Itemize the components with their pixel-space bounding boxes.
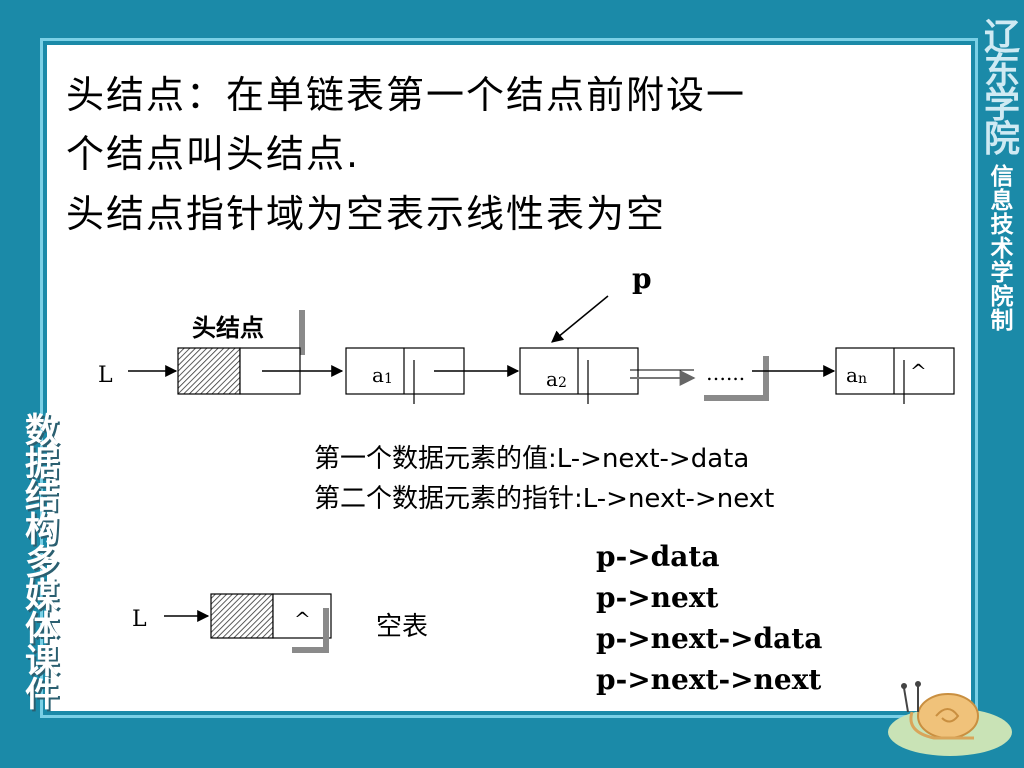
title-line-1: 头结点：在单链表第一个结点前附设一	[66, 73, 747, 117]
node-a2-label: a2	[546, 367, 567, 391]
dept-char: 术	[990, 236, 1014, 262]
ellipsis: …...	[706, 361, 745, 385]
note-second-pointer: 第二个数据元素的指针:L->next->next	[314, 484, 775, 514]
school-char: 院	[983, 119, 1020, 160]
dept-char: 制	[990, 308, 1014, 334]
list-head-L: L	[98, 363, 113, 388]
school-char: 东	[983, 51, 1020, 92]
course-char: 构	[25, 510, 59, 550]
expr-p-next: p->next	[596, 581, 719, 614]
course-char: 课	[25, 642, 59, 682]
head-node-data-field	[177, 347, 241, 395]
empty-head-data-field	[210, 593, 274, 639]
course-char: 媒	[25, 576, 59, 616]
snail-decoration	[888, 681, 1012, 756]
dept-char: 息	[990, 188, 1014, 214]
node-an	[835, 347, 955, 395]
dept-char: 学	[990, 260, 1014, 286]
node-an-letter: a	[846, 363, 858, 387]
node-a2	[519, 347, 639, 395]
node-a2-subscript: 2	[558, 375, 567, 391]
note-first-value: 第一个数据元素的值:L->next->data	[314, 444, 750, 474]
node-an-label: an	[846, 363, 867, 387]
node-a1-label: a1	[372, 363, 393, 387]
dept-char: 院	[990, 284, 1014, 310]
dept-name-vertical: 信 息 技 术 学 院 制	[986, 166, 1018, 334]
expr-p-next-next: p->next->next	[596, 663, 822, 696]
course-char: 数	[25, 411, 59, 451]
course-name-vertical: 数 据 结 构 多 媒 体 课 件	[10, 411, 74, 715]
expr-p-data: p->data	[596, 540, 720, 573]
expr-p-next-data: p->next->data	[596, 622, 823, 655]
dept-char: 技	[990, 212, 1014, 238]
course-char: 多	[25, 543, 59, 583]
pointer-p-arrow	[551, 295, 609, 343]
title-line-3: 头结点指针域为空表示线性表为空	[66, 192, 667, 236]
school-name-vertical: 辽 东 学 院	[982, 17, 1022, 160]
slide-frame	[40, 38, 978, 718]
empty-list-caption: 空表	[376, 612, 429, 642]
empty-list-L: L	[132, 607, 147, 632]
pointer-p-label: p	[632, 262, 652, 295]
node-a2-letter: a	[546, 367, 558, 391]
school-char: 辽	[983, 17, 1020, 58]
node-an-subscript: n	[858, 371, 867, 387]
node-a1-subscript: 1	[384, 371, 393, 387]
course-char: 结	[25, 477, 59, 517]
empty-null-shadow	[292, 608, 329, 653]
ellipsis-shadow	[704, 356, 769, 401]
node-an-null: ^	[910, 359, 927, 383]
course-char: 件	[25, 675, 59, 715]
node-a1-letter: a	[372, 363, 384, 387]
title-line-2: 个结点叫头结点.	[66, 132, 361, 176]
empty-head-next-field	[272, 593, 332, 639]
head-node-label: 头结点	[192, 314, 264, 342]
dept-char: 信	[990, 164, 1014, 190]
course-char: 体	[25, 609, 59, 649]
empty-null-mark: ^	[294, 607, 311, 631]
school-char: 学	[983, 85, 1020, 126]
course-char: 据	[25, 444, 59, 484]
